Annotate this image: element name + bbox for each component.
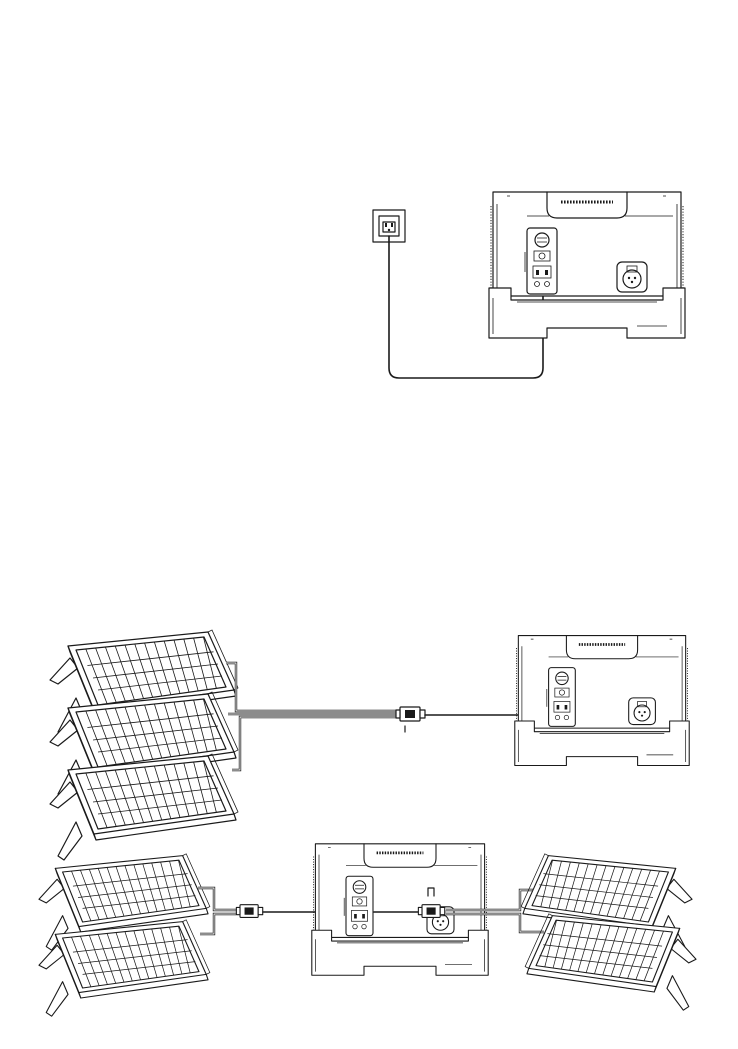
- solar-panel-icon: [525, 914, 696, 1010]
- parallel-connector-icon: [396, 707, 425, 732]
- power-station-icon: [489, 192, 685, 338]
- section-wall-charging: [373, 192, 685, 378]
- panel-wires-left: [198, 888, 236, 934]
- power-station-icon: [515, 636, 689, 766]
- section-four-panels: [39, 844, 696, 1016]
- section-three-panels: [50, 630, 689, 860]
- parallel-connector-icon: [236, 905, 262, 918]
- panel-wires: [226, 663, 396, 770]
- solar-panel-icon: [50, 754, 238, 860]
- solar-panel-icon: [39, 920, 210, 1016]
